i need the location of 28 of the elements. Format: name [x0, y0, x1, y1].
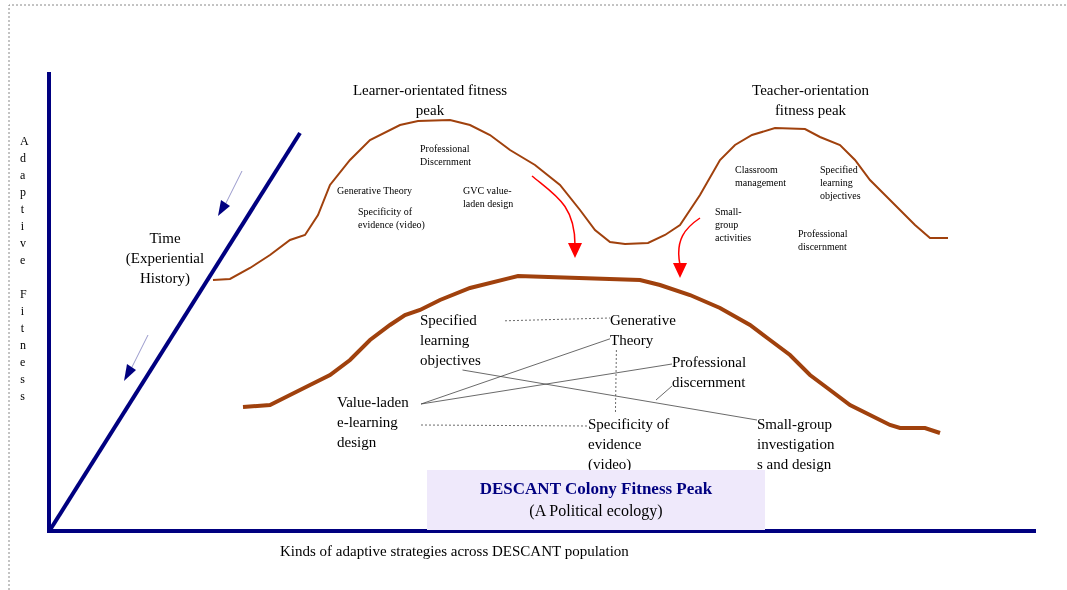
connector-line: [420, 424, 589, 427]
band-subheading: (A Political ecology): [529, 501, 663, 522]
strategy-label: Generative Theory: [337, 184, 414, 197]
connector-line: [420, 338, 611, 405]
peak-title-band: [427, 470, 765, 530]
strategy-label: Classroom management: [735, 163, 788, 189]
axis-title: Time (Experiential History): [124, 229, 206, 288]
peak-title: Teacher-orientation fitness peak: [751, 81, 870, 120]
strategy-label: Small-group activities: [715, 205, 753, 244]
band-heading: DESCANT Colony Fitness Peak: [479, 478, 713, 500]
strategy-label: Professional discernment: [798, 227, 849, 253]
connector-line: [615, 349, 617, 415]
strategy-label: Specified learning objectives: [420, 310, 505, 370]
connector-line: [655, 385, 673, 401]
strategy-label: Small-group investigation s and design: [757, 414, 842, 474]
peak-title: Learner-orientated fitness peak: [351, 81, 509, 120]
strategy-label: Specified learning objectives: [820, 163, 862, 202]
strategy-label: Specificity of evidence (video): [588, 414, 686, 474]
strategy-label: Professional Discernment: [420, 142, 473, 168]
connector-line: [420, 363, 673, 405]
connector-line: [462, 369, 758, 421]
strategy-label: Value-laden e-learning design: [337, 392, 421, 452]
strategy-label: Specificity of evidence (video): [358, 205, 426, 231]
axis-title: Kinds of adaptive strategies across DESCANT population: [280, 542, 629, 561]
connector-line: [504, 317, 611, 322]
strategy-label: Generative Theory: [610, 310, 690, 350]
strategy-label: GVC value-laden design: [463, 184, 515, 210]
strategy-label: Professional discernment: [672, 352, 772, 392]
